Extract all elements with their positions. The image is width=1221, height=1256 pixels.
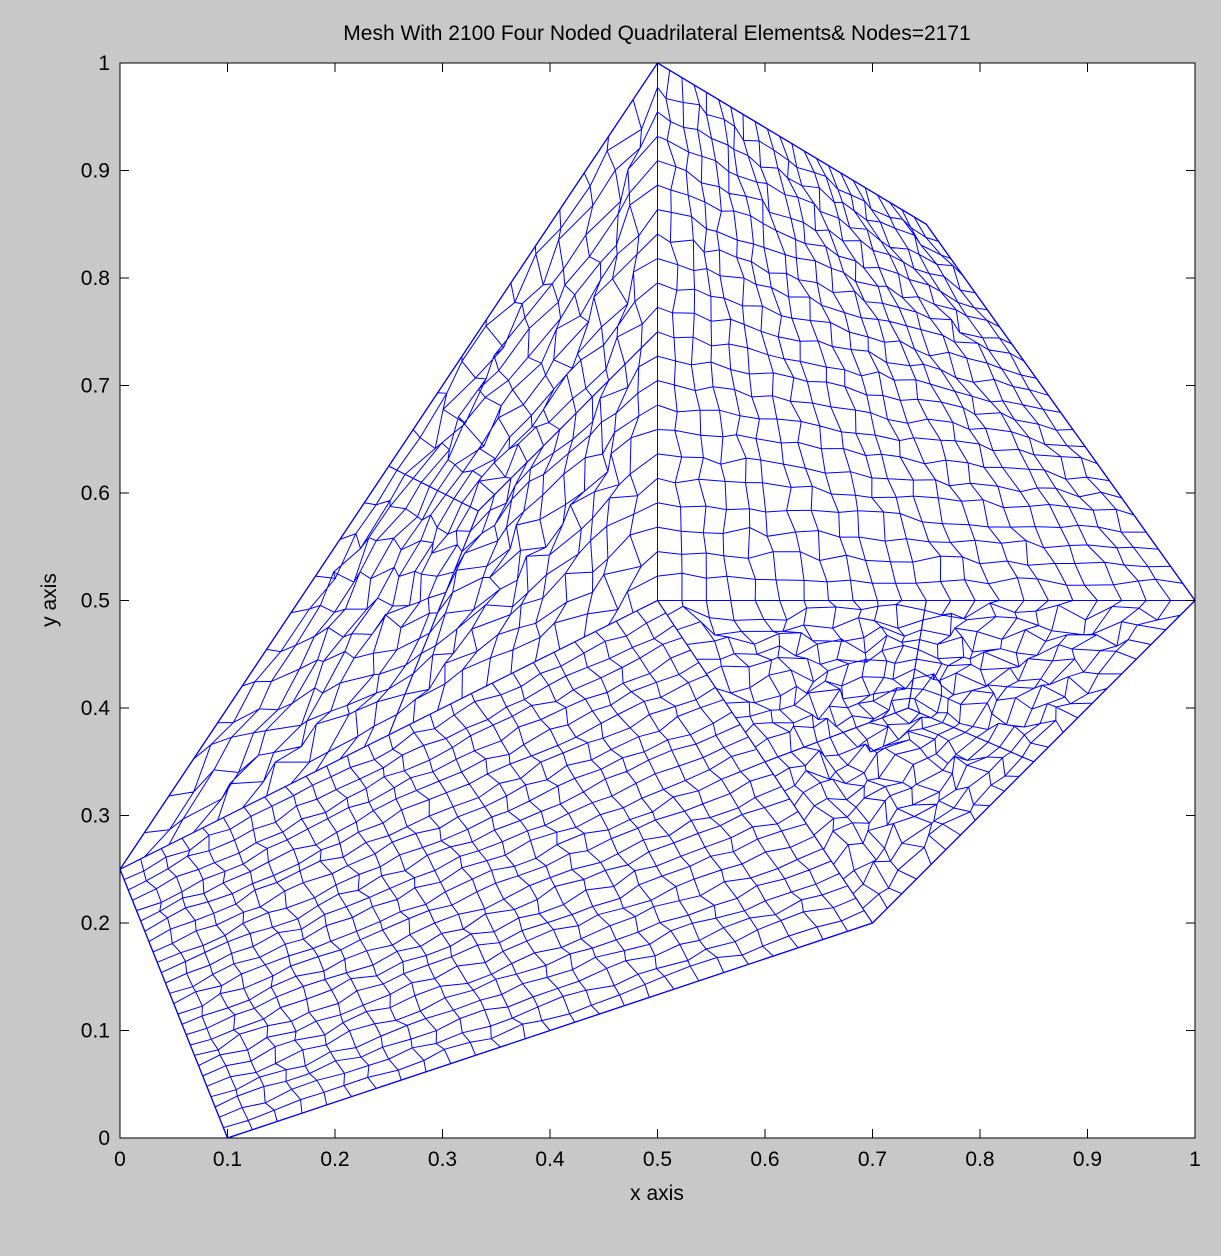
mesh-element-lines	[764, 707, 1035, 924]
chart-title: Mesh With 2100 Four Noded Quadrilateral …	[343, 22, 970, 45]
x-tick-label: 0.1	[213, 1148, 242, 1171]
ticks-layer: 0 0.1 0.2 0.3 0.4 0.5 0.6 0.7 0.8 0.9 1 0 0.1 0.2 0.3 0…	[81, 52, 1201, 1171]
mesh-element-lines	[657, 62, 1196, 601]
x-tick-label: 0.3	[428, 1148, 457, 1171]
y-tick-label: 0.5	[81, 590, 110, 613]
mesh-element-lines	[388, 331, 658, 736]
x-tick-label: 0	[114, 1148, 126, 1171]
x-tick-label: 0.8	[965, 1148, 994, 1171]
x-tick-label: 0.2	[320, 1148, 349, 1171]
mesh-element-lines	[657, 600, 927, 763]
y-tick-label: 0.1	[81, 1020, 110, 1043]
y-tick-label: 0	[98, 1127, 110, 1150]
x-tick-label: 0.9	[1073, 1148, 1102, 1171]
y-tick-label: 0.4	[81, 697, 111, 720]
mesh-element-lines	[907, 600, 1196, 763]
x-tick-label: 0.7	[858, 1148, 887, 1171]
x-tick-label: 0.5	[643, 1148, 672, 1171]
y-axis-label: y axis	[38, 573, 61, 627]
y-tick-label: 0.3	[81, 805, 110, 828]
y-tick-label: 0.6	[81, 482, 110, 505]
y-tick-label: 0.2	[81, 912, 110, 935]
y-tick-label: 0.9	[81, 160, 110, 183]
y-tick-label: 1	[98, 52, 110, 75]
x-tick-label: 0.6	[750, 1148, 779, 1171]
y-tick-label: 0.7	[81, 375, 110, 398]
x-axis-label: x axis	[630, 1182, 684, 1205]
y-tick-label: 0.8	[81, 267, 110, 290]
x-tick-label: 1	[1189, 1148, 1201, 1171]
x-tick-label: 0.4	[535, 1148, 565, 1171]
mesh-layer	[119, 62, 1196, 1139]
mesh-element-lines	[388, 62, 658, 512]
mesh-element-lines	[119, 465, 479, 870]
